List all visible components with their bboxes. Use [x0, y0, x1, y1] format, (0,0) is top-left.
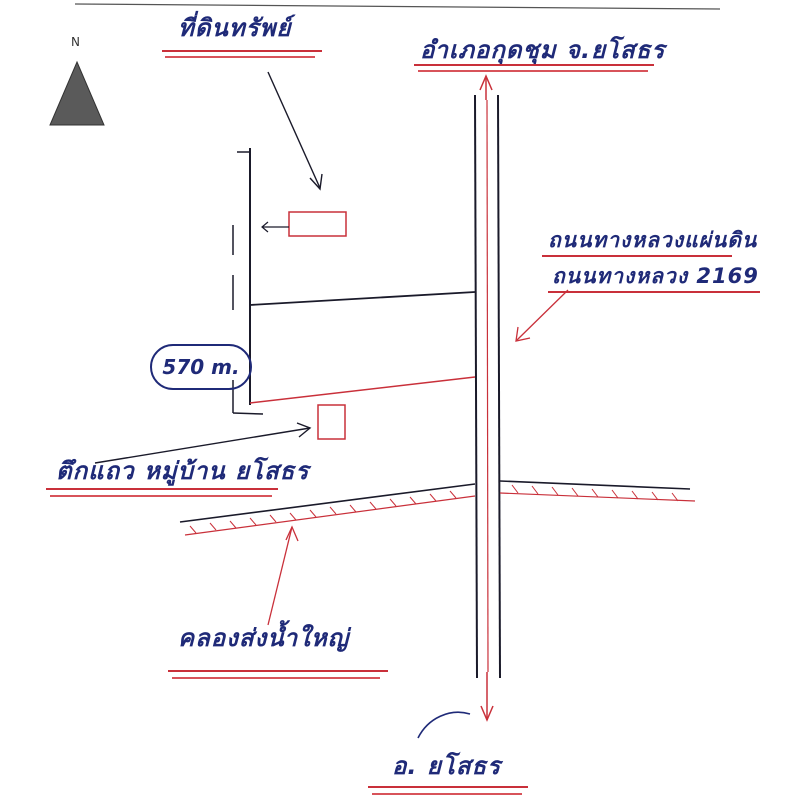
label-pointer-top-left-head [309, 173, 323, 191]
label-yasothon-underline-2 [372, 793, 522, 795]
label-canal-underline-1 [168, 670, 388, 672]
label-shophouse-underline-2 [50, 495, 272, 497]
canal-right-hatch [511, 484, 679, 502]
label-canal-underline-2 [172, 677, 380, 679]
label-pointer-canal [267, 526, 293, 626]
access-road-red [249, 376, 476, 404]
label-pointer-road [516, 289, 569, 341]
label-shophouse: ตึกแถว หมู่บ้าน ยโสธร [56, 457, 310, 485]
top-arrow-head [479, 74, 493, 91]
canal-right-top [499, 480, 691, 490]
subject-property-box [288, 211, 347, 237]
label-road-line2-underline [548, 291, 760, 293]
top-border-line [74, 3, 721, 10]
main-road-center-red [486, 99, 489, 673]
label-pointer-bottom-left [94, 427, 311, 464]
label-subject-land-underline-2 [165, 56, 315, 58]
label-road-line1-underline [542, 255, 732, 257]
label-road-line2: ถนนทางหลวง 2169 [552, 264, 759, 288]
label-pointer-canal-head [285, 525, 299, 542]
label-kud-chum-underline-2 [418, 70, 648, 72]
canal-left-hatch [189, 490, 457, 534]
label-pointer-bottom-left-head [296, 422, 312, 438]
label-kud-chum-underline-1 [414, 64, 654, 66]
label-subject-land: ที่ดินทรัพย์ [178, 14, 292, 42]
label-yasothon-district: อ. ยโสธร [392, 752, 502, 780]
label-yasothon-underline-1 [368, 786, 528, 788]
north-arrow-icon [49, 60, 105, 126]
label-kud-chum-district: อำเภอกุดชุม จ.ยโสธร [420, 36, 666, 64]
bottom-label-swoosh [417, 711, 471, 739]
label-road-line1: ถนนทางหลวงแผ่นดิน [548, 228, 758, 252]
label-pointer-top-left [267, 71, 321, 189]
label-canal: คลองส่งน้ำใหญ่ [178, 624, 350, 652]
dashed-boundary-bottom [232, 412, 264, 415]
north-label: N [71, 35, 80, 49]
canal-left-top [179, 483, 476, 523]
main-road-right-edge [497, 94, 501, 679]
label-subject-land-underline-1 [162, 50, 322, 52]
distance-label: 570 m. [150, 344, 252, 390]
canal-left-bottom [184, 495, 476, 536]
property-pointer-head [261, 221, 269, 233]
bottom-arrow-head [480, 705, 494, 722]
main-road-left-edge [474, 94, 478, 679]
access-road-black [249, 291, 476, 306]
label-pointer-road-head [515, 326, 531, 342]
shophouse-box [317, 404, 346, 440]
label-shophouse-underline-1 [46, 488, 278, 490]
